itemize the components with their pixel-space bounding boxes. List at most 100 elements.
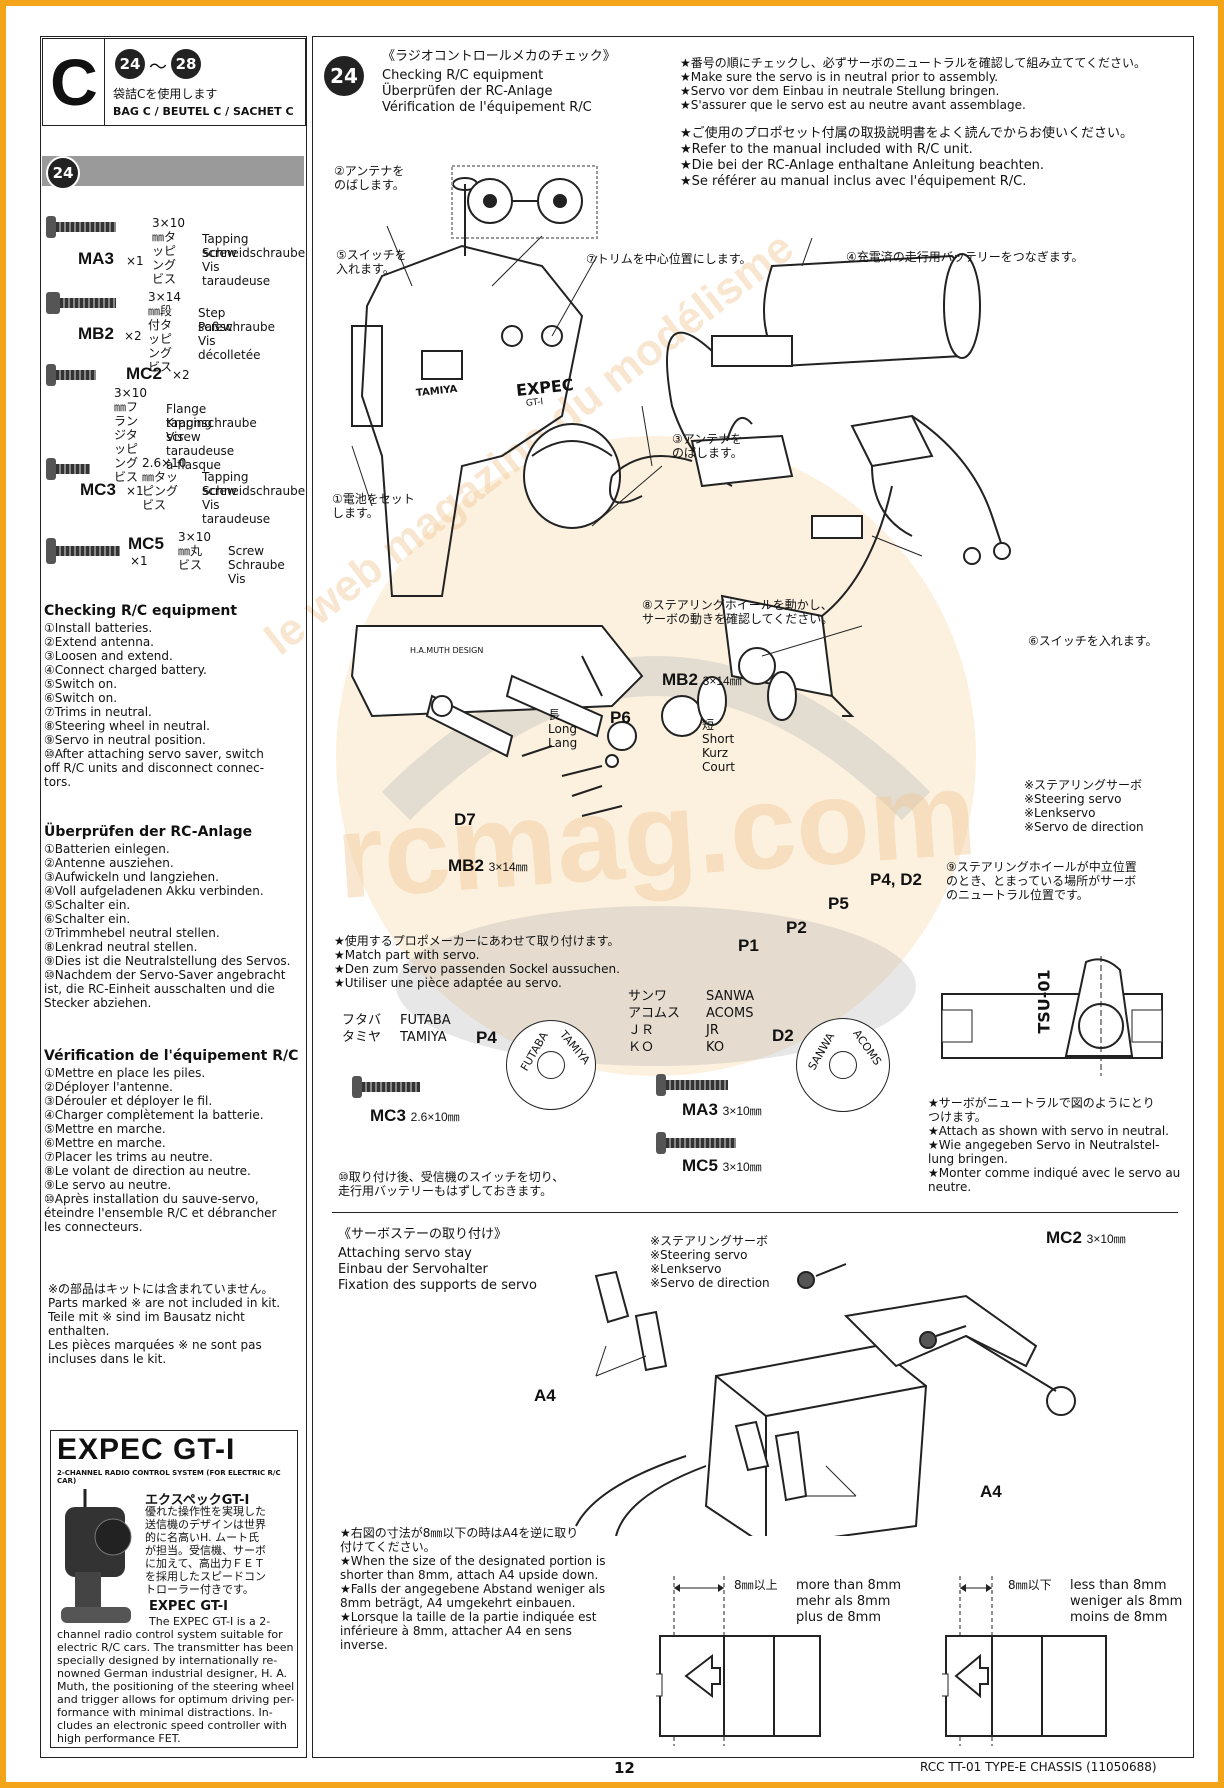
servo-stay-illustration (575, 1263, 1076, 1536)
step-range-end: 28 (171, 49, 201, 79)
part-mb2-top: MB2 3×14㎜ (662, 670, 742, 689)
screw-qty: ×2 (172, 368, 190, 382)
main-title-de: Überprüfen der RC-Anlage (382, 84, 553, 99)
screw-de: Paßschraube (198, 320, 275, 334)
rc-check-illustration (350, 165, 1011, 817)
servo-saver-parts-icon (425, 655, 797, 817)
parts-sidebar (40, 36, 307, 1758)
bag-letter: C (50, 45, 98, 119)
steering-arm (843, 1294, 1038, 1368)
main-title-en: Checking R/C equipment (382, 68, 544, 83)
steering-servo-label: ※ステアリングサーボ※Steering servo※Lenkservo※Serv… (1024, 778, 1144, 834)
callout-7: ⑦トリムを中心位置にします。 (586, 252, 752, 266)
expec-jp-body: 優れた操作性を実現した送信機のデザインは世界的に名高いH. ムート氏が担当。受信… (145, 1505, 266, 1596)
part-p5: P5 (828, 894, 849, 913)
a4-orientation-notes: ★右図の寸法が8㎜以下の時はA4を逆に取り付けてください。★When the s… (340, 1526, 606, 1652)
screw-de: Schneidschraube (202, 246, 306, 260)
trim-dial-icon (451, 165, 598, 239)
d2-disc: SANWA ACOMS (796, 1018, 890, 1112)
screw-de: Kragnschraube (166, 416, 257, 430)
d2-label: D2 (772, 1026, 794, 1045)
transmitter-sub: GT-I (525, 397, 544, 409)
footer-title: RCC TT-01 TYPE-E CHASSIS (11050688) (920, 1760, 1157, 1774)
less-than-8mm-diagram (942, 1576, 1107, 1746)
disc-spline-icon (829, 1051, 857, 1079)
part-mb2-bottom: MB2 3×14㎜ (448, 856, 528, 875)
screw-code: MA3 (78, 249, 114, 268)
screw-fr: Vis taraudeuse (202, 260, 271, 288)
screw-en: Tapping screw (202, 470, 249, 498)
servo-model-label: TSU-01 (1034, 969, 1054, 1034)
callout-2: ②アンテナをのばします。 (334, 164, 405, 192)
bag-letter-box: C (42, 38, 106, 126)
expec-en-body: The EXPEC GT-I is a 2-channel radio cont… (57, 1615, 295, 1745)
callout-10: ⑩取り付け後、受信機のスイッチを切り、走行用バッテリーもはずしておきます。 (338, 1170, 565, 1198)
main-step-number: 24 (324, 56, 364, 96)
screw-size: 3×10㎜フランジタッピングビス (114, 386, 147, 484)
callout-5: ⑤スイッチを入れます。 (336, 248, 407, 276)
part-p1: P1 (738, 936, 759, 955)
screw-qty: ×1 (126, 254, 144, 268)
expec-promo-box: EXPEC GT-I 2-CHANNEL RADIO CONTROL SYSTE… (50, 1430, 298, 1748)
bag-info: 24 〜 28 袋詰Cを使用します BAG C / BEUTEL C / SAC… (104, 38, 306, 126)
screw-de: Schneidschraube (202, 484, 306, 498)
mc3-label: MC3 2.6×10㎜ (370, 1106, 460, 1125)
direction-arrow-icon (831, 695, 855, 717)
callout-8: ⑧ステアリングホイールを動かし、サーボの動きを確認してください。 (642, 598, 834, 626)
page-number: 12 (614, 1759, 635, 1777)
step-bar (42, 156, 304, 186)
servo-stay-a4-left: A4 (534, 1386, 556, 1405)
screw-en: Step screw (198, 306, 233, 334)
sidebar-step-number: 24 (46, 156, 80, 190)
screw-code: MB2 (78, 324, 114, 343)
callout-1: ①電池をセットします。 (332, 492, 415, 520)
manual-page: rcmag.com le web magazine du modélisme C… (6, 6, 1218, 1782)
screw-size: 3×14㎜段付タッピングビス (148, 290, 181, 374)
servo-stay-title-fr: Fixation des supports de servo (338, 1278, 537, 1293)
callout-6: ⑥スイッチを入れます。 (1028, 634, 1158, 648)
screw-fr: Vis décolletée (198, 334, 261, 362)
transmitter-icon (350, 177, 644, 718)
check-fr-list: ①Mettre en place les piles.②Déployer l'a… (44, 1066, 277, 1234)
servo-stay-title-de: Einbau der Servohalter (338, 1262, 488, 1277)
screw-size: 3×10㎜丸ビス (178, 530, 211, 572)
brands-left-jp: フタバタミヤ (342, 1013, 382, 1045)
part-p2: P2 (786, 918, 807, 937)
manual-notes: ★ご使用のプロポセット付属の取扱説明書をよく読んでからお使いください。★Refe… (680, 126, 1134, 189)
callout-4: ④充電済の走行用バッテリーをつなぎます。 (846, 250, 1084, 264)
check-de-title: Überprüfen der RC-Anlage (44, 824, 253, 840)
main-title-fr: Vérification de l'équipement R/C (382, 100, 592, 115)
more-8mm-jp: 8㎜以上 (734, 1578, 778, 1592)
neutral-notes: ★番号の順にチェックし、必ずサーボのニュートラルを確認して組み立ててください。★… (680, 56, 1147, 112)
callout-3: ③アンテナをのばします。 (672, 432, 743, 460)
screw-en: Flange tapping screw (166, 402, 212, 444)
screw-qty: ×1 (126, 484, 144, 498)
arrow-left-icon (954, 1653, 989, 1699)
speed-controller-icon (811, 414, 1011, 565)
section-divider (332, 1212, 1178, 1213)
servo-stay-mc2: MC2 3×10㎜ (1046, 1228, 1126, 1247)
p4-disc: FUTABA TAMIYA (506, 1020, 596, 1110)
mc5-label: MC5 3×10㎜ (682, 1156, 762, 1175)
screw-fr: Vis (228, 572, 246, 586)
servo-stay-title-en: Attaching servo stay (338, 1246, 472, 1261)
p4-label: P4 (476, 1028, 497, 1047)
part-p6: P6 (610, 708, 631, 727)
transmitter-credit: H.A.MUTH DESIGN (410, 646, 484, 655)
check-en-title: Checking R/C equipment (44, 603, 238, 619)
transmitter-photo (61, 1489, 132, 1623)
screw-fr: Vis taraudeuse (202, 498, 271, 526)
servo-stay-servo-label: ※ステアリングサーボ※Steering servo※Lenkservo※Serv… (650, 1234, 770, 1290)
bag-jp: 袋詰Cを使用します (113, 87, 218, 101)
check-de-list: ①Batterien einlegen.②Antenne ausziehen.③… (44, 842, 291, 1010)
expec-tagline: 2-CHANNEL RADIO CONTROL SYSTEM (FOR ELEC… (57, 1469, 281, 1485)
screw-qty: ×2 (124, 329, 142, 343)
screw-de: Schraube (228, 558, 285, 572)
